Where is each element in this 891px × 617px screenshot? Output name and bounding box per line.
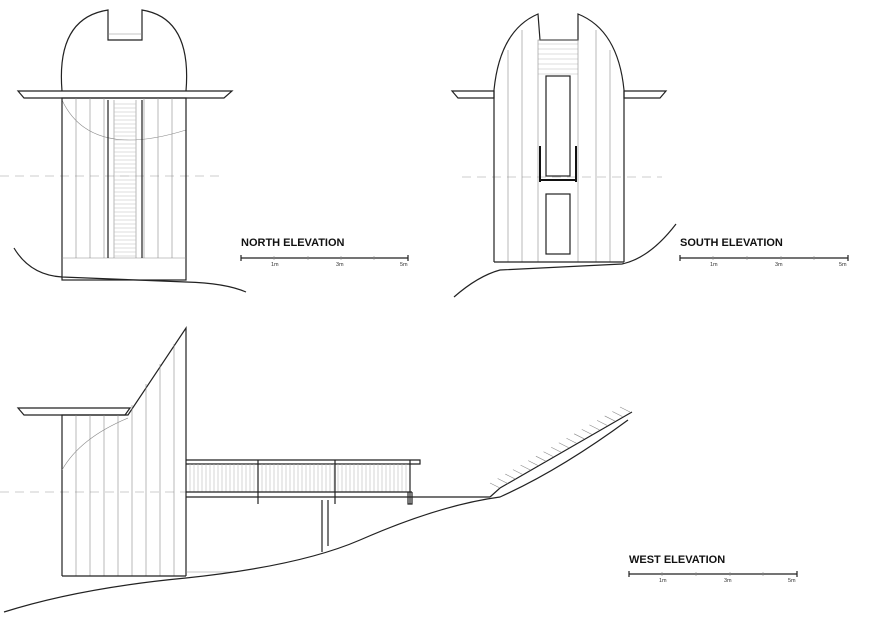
south-scale-tick-3m: 3m xyxy=(775,262,783,268)
north-scale-tick-1m: 1m xyxy=(271,262,279,268)
south-roof-right xyxy=(623,90,668,99)
west-roof-slab xyxy=(16,407,132,416)
south-scale-tick-5m: 5m xyxy=(839,262,847,268)
north-wall-cladding xyxy=(62,98,186,259)
south-lower-door xyxy=(545,193,571,255)
west-scale-tick-1m: 1m xyxy=(659,578,667,584)
north-scale-bar: 1m 3m 5m xyxy=(240,255,409,268)
west-wall-cladding xyxy=(62,344,186,577)
north-ground-line xyxy=(13,247,247,293)
west-scale-bar: 1m 3m 5m xyxy=(628,571,798,584)
north-ladder xyxy=(107,100,143,258)
north-roof-slab xyxy=(16,90,234,99)
south-wall-cladding xyxy=(507,30,611,262)
south-scale-bar: 1m 3m 5m xyxy=(679,255,849,268)
south-upper-door xyxy=(545,75,571,177)
west-scale-tick-3m: 3m xyxy=(724,578,732,584)
north-elevation-label: NORTH ELEVATION xyxy=(241,237,345,249)
west-ground-line xyxy=(3,419,629,613)
south-elevation-label: SOUTH ELEVATION xyxy=(680,237,783,249)
south-slot-slats xyxy=(538,43,578,75)
north-scale-tick-5m: 5m xyxy=(400,262,408,268)
south-elevation-drawing xyxy=(450,13,677,298)
north-wall xyxy=(61,97,187,281)
south-handrail xyxy=(539,146,577,182)
north-dome xyxy=(60,9,188,92)
west-scale-tick-5m: 5m xyxy=(788,578,796,584)
west-elevation-drawing xyxy=(0,326,633,613)
west-elevation-label: WEST ELEVATION xyxy=(629,554,725,566)
stair-stringer xyxy=(489,411,633,498)
south-roof-left xyxy=(450,90,495,99)
bridge-balusters xyxy=(189,464,407,492)
south-dome-wall xyxy=(493,13,625,262)
stair-treads xyxy=(489,406,631,489)
north-scale-tick-3m: 3m xyxy=(336,262,344,268)
bridge-top-rail xyxy=(186,459,421,465)
south-scale-tick-1m: 1m xyxy=(710,262,718,268)
west-tower xyxy=(61,326,187,576)
north-elevation-drawing xyxy=(0,9,247,293)
south-ground-line xyxy=(453,223,677,298)
